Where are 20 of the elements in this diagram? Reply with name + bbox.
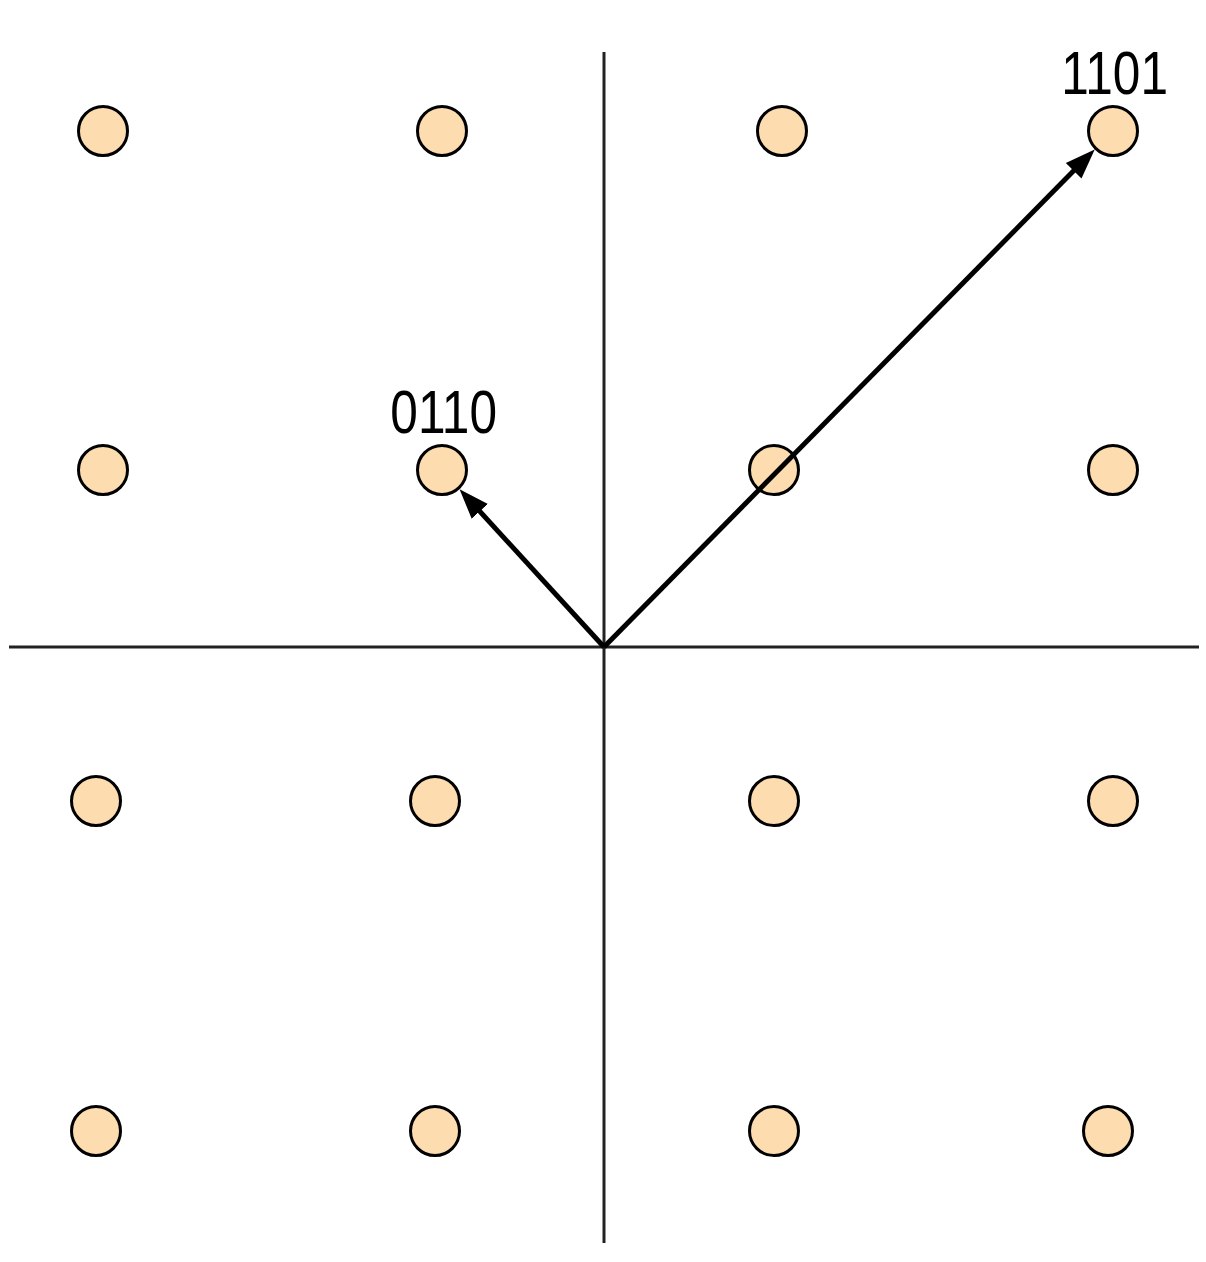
bit-label: 0110 — [389, 381, 497, 443]
constellation-point — [416, 105, 468, 157]
constellation-point — [756, 105, 808, 157]
arrow — [459, 489, 606, 649]
constellation-point — [1082, 1105, 1134, 1157]
constellation-point — [409, 1105, 461, 1157]
bit-label: 1101 — [1060, 42, 1168, 104]
constellation-point — [1087, 775, 1139, 827]
constellation-point — [409, 775, 461, 827]
constellation-point — [1087, 105, 1139, 157]
constellation-point — [70, 775, 122, 827]
arrow — [602, 149, 1095, 649]
constellation-point — [70, 1105, 122, 1157]
constellation-point — [416, 444, 468, 496]
constellation-point — [748, 1105, 800, 1157]
constellation-point — [77, 444, 129, 496]
constellation-point — [1087, 444, 1139, 496]
constellation-point — [748, 775, 800, 827]
constellation-point — [748, 444, 800, 496]
constellation-point — [77, 105, 129, 157]
